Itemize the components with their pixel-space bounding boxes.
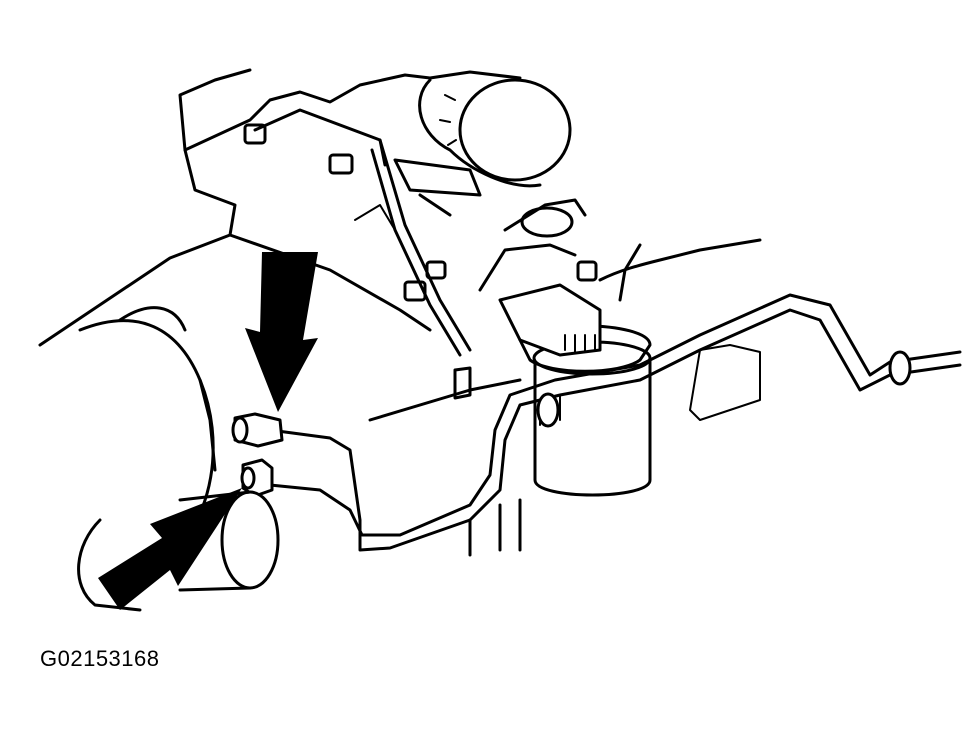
output-shaft	[77, 490, 280, 612]
callout-arrows	[98, 252, 318, 610]
oil-filter-assembly	[478, 198, 652, 497]
diagonal-arrow-icon	[98, 488, 242, 610]
mounting-bracket	[243, 108, 482, 357]
figure-id-label: G02153168	[40, 646, 160, 671]
down-arrow-icon	[245, 252, 318, 412]
flywheel-housing	[418, 78, 572, 188]
line-fittings	[231, 412, 284, 498]
cooler-lines	[268, 238, 962, 557]
